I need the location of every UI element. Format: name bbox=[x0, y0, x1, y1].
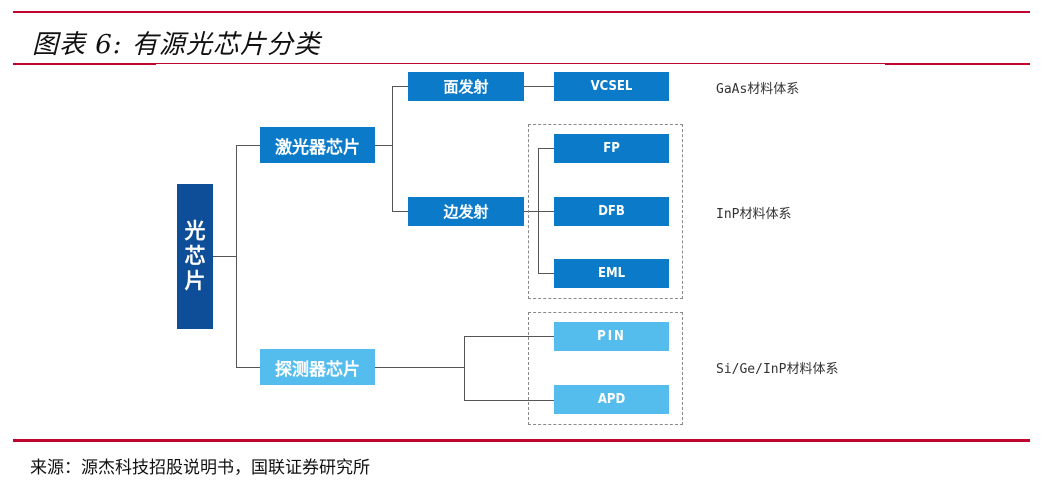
node-laser-chip: 激光器芯片 bbox=[260, 127, 375, 163]
node-surface-emitting: 面发射 bbox=[408, 72, 524, 101]
connector-edge-out bbox=[524, 211, 554, 212]
node-eml: EML bbox=[554, 259, 669, 288]
node-dfb: DFB bbox=[554, 197, 669, 226]
node-vcsel: VCSEL bbox=[554, 72, 669, 101]
root-char-2: 芯 bbox=[184, 244, 206, 268]
connector-root bbox=[213, 256, 237, 257]
material-gaas-label: GaAs材料体系 bbox=[716, 82, 800, 97]
connector-apd bbox=[464, 400, 554, 401]
connector-edge bbox=[392, 211, 408, 212]
root-char-3: 片 bbox=[184, 269, 206, 293]
root-char-1: 光 bbox=[184, 219, 206, 243]
bottom-rule bbox=[13, 439, 1030, 442]
node-apd: APD bbox=[554, 385, 669, 414]
connector-laser bbox=[236, 145, 260, 146]
figure-title: 图表 6: 有源光芯片分类 bbox=[32, 30, 321, 60]
title-underline-left-accent bbox=[13, 63, 156, 65]
connector-trunk-4 bbox=[464, 336, 465, 400]
top-rule bbox=[13, 11, 1030, 13]
connector-detector bbox=[236, 367, 260, 368]
connector-trunk-1 bbox=[236, 145, 237, 367]
material-sigeinp-label: Si/Ge/InP材料体系 bbox=[716, 362, 839, 377]
connector-fp bbox=[538, 148, 554, 149]
connector-trunk-3 bbox=[538, 148, 539, 273]
title-underline bbox=[13, 63, 1030, 64]
node-detector-chip: 探测器芯片 bbox=[260, 349, 375, 385]
connector-laser-out bbox=[374, 145, 393, 146]
source-note: 来源：源杰科技招股说明书，国联证券研究所 bbox=[30, 458, 370, 478]
node-pin: PIN bbox=[554, 322, 669, 351]
connector-surface bbox=[392, 86, 408, 87]
inp-group-box bbox=[528, 124, 683, 299]
connector-pin bbox=[464, 336, 554, 337]
node-edge-emitting: 边发射 bbox=[408, 197, 524, 226]
material-inp-label: InP材料体系 bbox=[716, 207, 792, 222]
connector-detector-out bbox=[374, 367, 465, 368]
connector-eml bbox=[538, 273, 554, 274]
node-fp: FP bbox=[554, 134, 669, 163]
connector-surface-vcsel bbox=[524, 86, 554, 87]
title-underline-right-accent bbox=[885, 63, 1030, 65]
detector-group-box bbox=[528, 312, 683, 425]
node-optical-chip: 光 芯 片 bbox=[177, 184, 213, 329]
connector-trunk-2 bbox=[392, 86, 393, 211]
